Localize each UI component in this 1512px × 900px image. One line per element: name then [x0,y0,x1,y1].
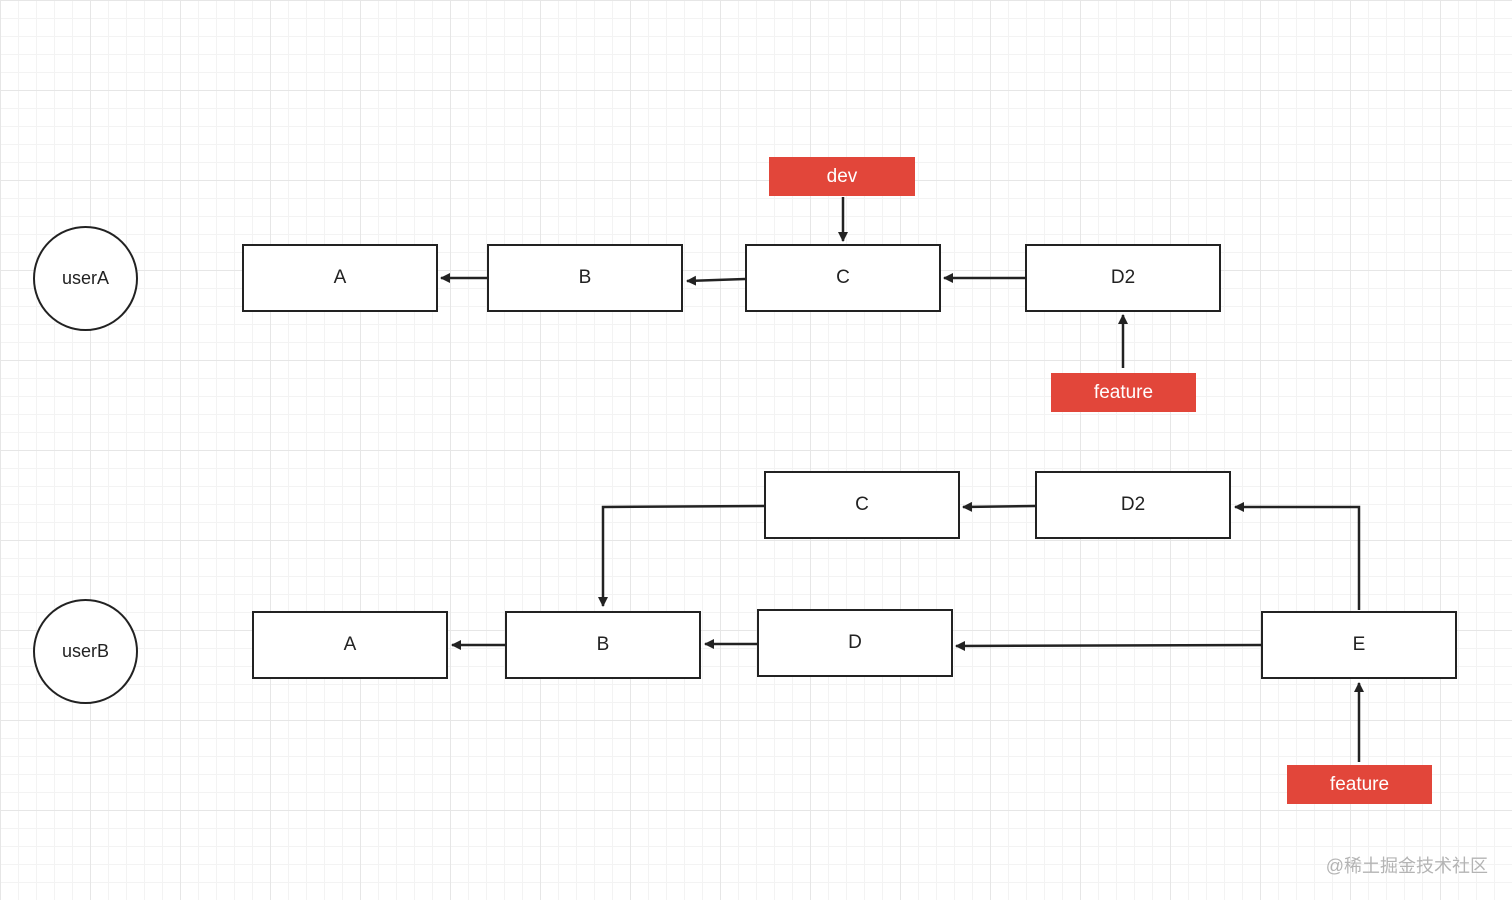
edge-b-d2-to-c [962,501,1036,512]
commit-label: D2 [1120,494,1146,515]
edge-b-e-to-d2 [1234,502,1361,610]
edge-a-c-to-b [686,275,746,286]
commit-b-d: D [757,609,953,677]
edge-b-e-to-d [955,640,1263,651]
watermark: @稀土掘金技术社区 [1325,856,1488,876]
commit-label: A [333,267,347,288]
branch-tag-feature-b: feature [1287,765,1432,804]
commit-label: D [848,632,862,653]
commit-a-d2: D2 [1025,244,1221,312]
commit-a-c: C [745,244,941,312]
commit-a-a: A [242,244,438,312]
edge-b-c-to-b [598,504,765,607]
user-b-label: userB [61,641,110,661]
commit-label: B [596,634,610,655]
branch-tag-label: feature [1093,381,1154,403]
commit-b-a: A [252,611,448,679]
commit-b-d2: D2 [1035,471,1231,539]
commit-label: B [578,267,592,288]
branch-tag-dev: dev [769,157,915,196]
user-a-circle: userA [33,226,138,331]
user-a-label: userA [61,268,110,288]
branch-tag-label: dev [826,165,858,187]
commit-b-b: B [505,611,701,679]
user-b-circle: userB [33,599,138,704]
commit-label: C [836,267,850,288]
commit-b-c: C [764,471,960,539]
branch-tag-label: feature [1329,773,1390,795]
branch-tag-feature-a: feature [1051,373,1196,412]
commit-b-e: E [1261,611,1457,679]
commit-label: A [343,634,357,655]
commit-label: C [855,494,869,515]
commit-label: D2 [1110,267,1136,288]
commit-a-b: B [487,244,683,312]
commit-label: E [1352,634,1366,655]
